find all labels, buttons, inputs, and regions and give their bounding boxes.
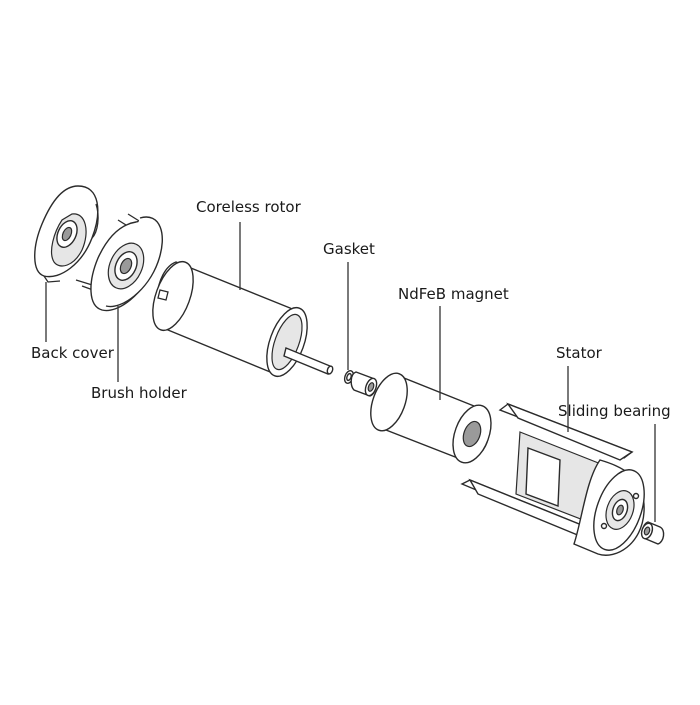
sliding-bearing-part: [640, 521, 665, 545]
label-stator: Stator: [556, 344, 602, 362]
label-sliding-bearing: Sliding bearing: [558, 402, 671, 420]
brush-holder-part: [75, 213, 163, 312]
stator-part: [460, 402, 645, 556]
label-ndfeb-magnet: NdFeB magnet: [398, 285, 509, 303]
gasket-part: [343, 370, 378, 397]
back-cover-part: [34, 185, 99, 283]
label-back-cover: Back cover: [31, 344, 114, 362]
label-brush-holder: Brush holder: [91, 384, 187, 402]
label-coreless-rotor: Coreless rotor: [196, 198, 301, 216]
ndfeb-magnet-part: [370, 372, 492, 464]
label-gasket: Gasket: [323, 240, 375, 258]
coreless-rotor-part: [152, 260, 334, 378]
